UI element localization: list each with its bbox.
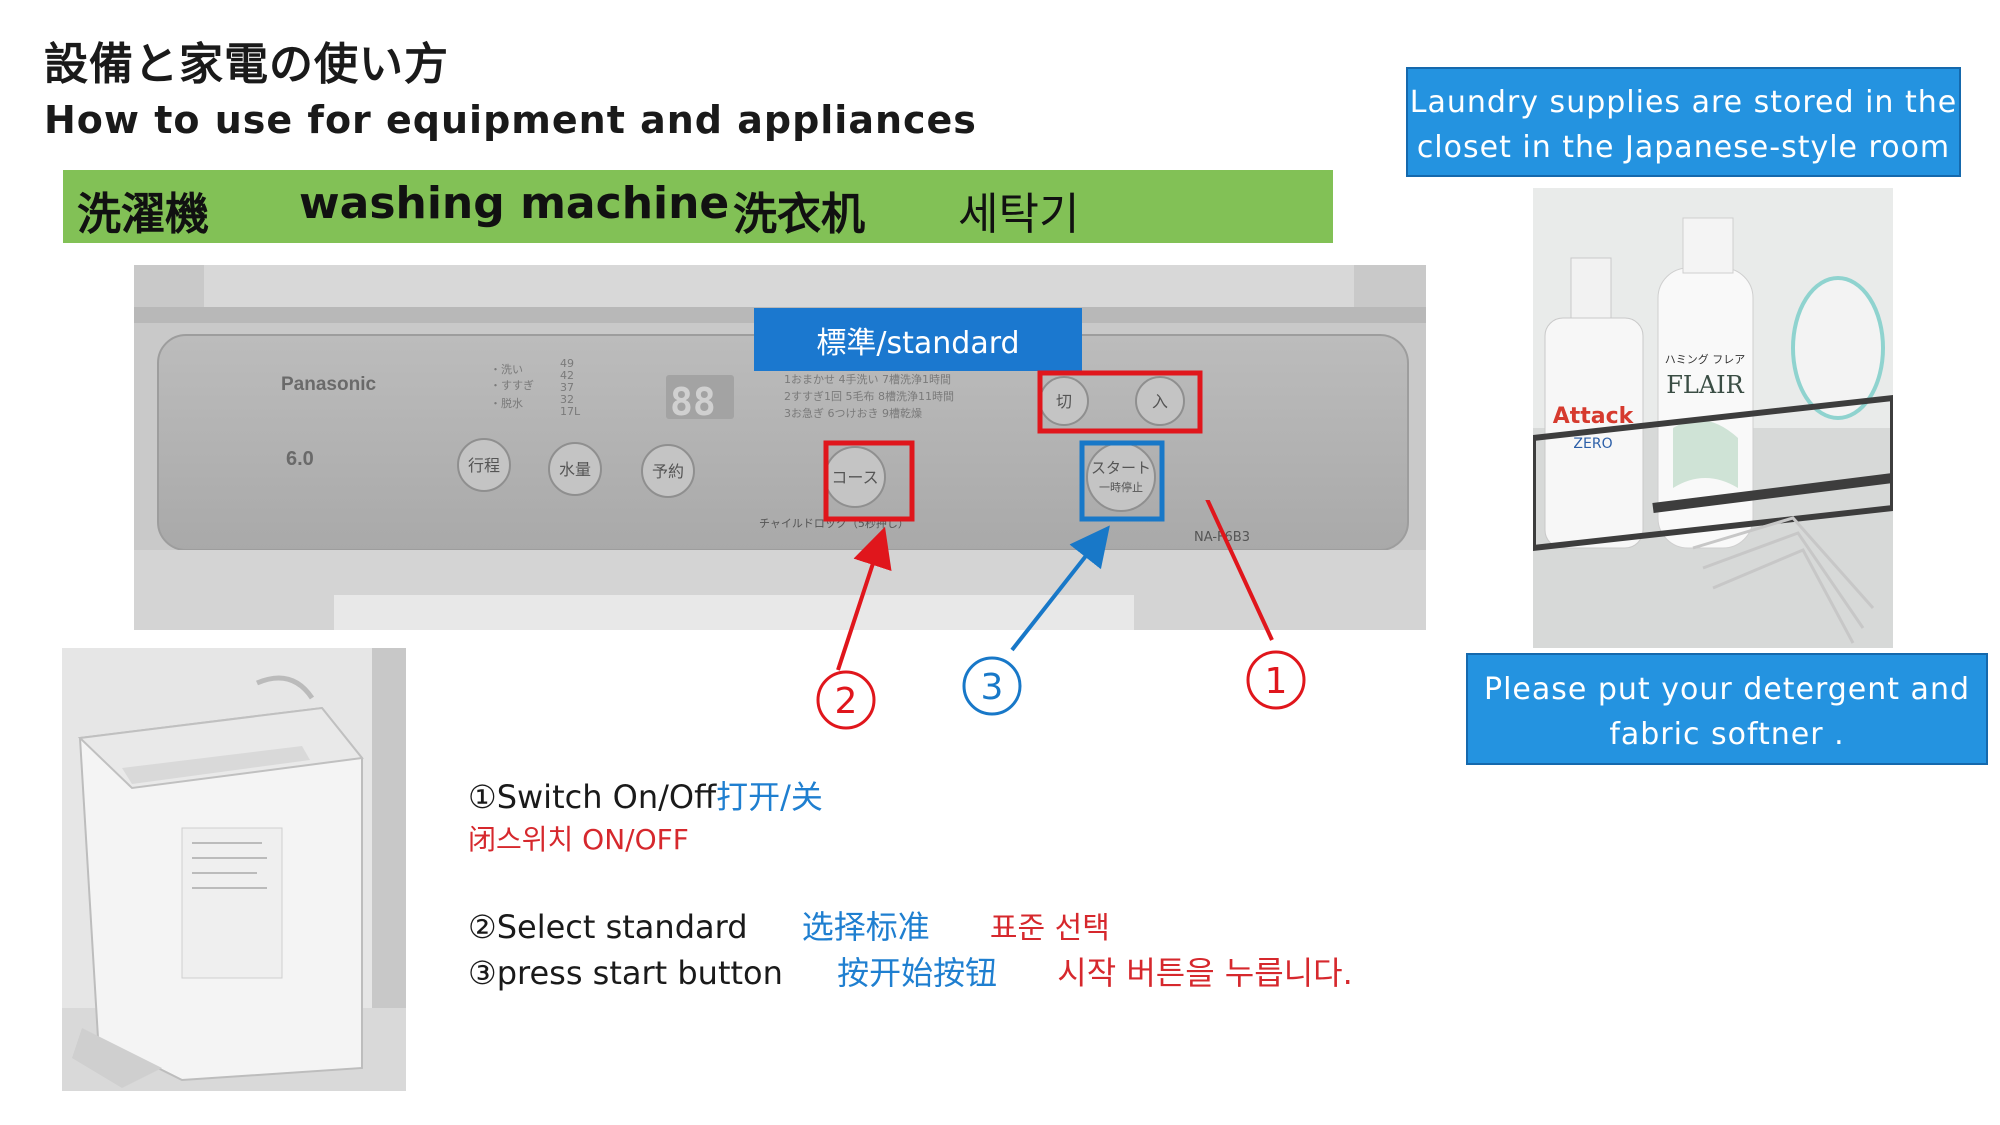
step2-english: ②Select standard xyxy=(468,908,748,946)
banner-english: washing machine xyxy=(299,178,730,229)
course-jp-button-label: コース xyxy=(831,468,878,487)
standard-label: 標準/standard xyxy=(816,326,1019,361)
panel-buttons xyxy=(457,376,1185,512)
capacity-label: 6.0 xyxy=(286,448,314,470)
step1-english: ①Switch On/Off xyxy=(468,778,717,816)
svg-text:49: 49 xyxy=(560,357,574,370)
callout-overlay: 2 3 1 xyxy=(780,500,1340,740)
callout-1: 1 xyxy=(1265,661,1288,702)
course-button-label: 行程 xyxy=(468,456,500,475)
svg-text:17L: 17L xyxy=(560,405,581,418)
instruction-step3: ③press start button 按开始按钮 시작 버튼을 누릅니다. xyxy=(468,948,1353,994)
svg-text:37: 37 xyxy=(560,381,574,394)
svg-text:・すすぎ: ・すすぎ xyxy=(490,378,534,392)
detergent-note-box: Please put your detergent and fabric sof… xyxy=(1466,653,1988,765)
detergent-note-line1: Please put your detergent and xyxy=(1483,672,1971,707)
attack-sub-label: ZERO xyxy=(1573,436,1612,452)
step1-chinese: 打开/关 xyxy=(716,778,823,816)
detergent-note-line2: fabric softner . xyxy=(1609,717,1845,752)
step2-chinese: 选择标准 xyxy=(801,908,930,946)
svg-text:3お急ぎ 6つけおき 9槽乾燥: 3お急ぎ 6つけおき 9槽乾燥 xyxy=(784,406,922,420)
brand-label: Panasonic xyxy=(281,374,376,395)
instruction-step2: ②Select standard 选择标准 표준 선택 xyxy=(468,902,1110,948)
callout-2: 2 xyxy=(835,681,858,722)
start-button-label: スタート xyxy=(1091,459,1151,477)
svg-text:32: 32 xyxy=(560,393,574,406)
laundry-supplies-photo: Attack ZERO ハミング フレア FLAIR xyxy=(1530,188,1896,648)
svg-text:・洗い: ・洗い xyxy=(490,363,523,376)
digital-display: 88 xyxy=(670,380,716,424)
banner-japanese: 洗濯機 xyxy=(77,189,209,240)
callout-3: 3 xyxy=(981,667,1004,708)
washing-machine-photo xyxy=(62,648,406,1091)
flair-label: FLAIR xyxy=(1666,371,1744,399)
water-button-label: 水量 xyxy=(559,460,591,479)
svg-text:2すすぎ1回 5毛布 8槽洗浄11時間: 2すすぎ1回 5毛布 8槽洗浄11時間 xyxy=(784,389,954,403)
attack-label: Attack xyxy=(1553,404,1635,429)
timer-button-label: 予約 xyxy=(652,462,684,481)
banner-korean: 세탁기 xyxy=(958,189,1080,240)
step2-korean: 표준 선택 xyxy=(989,911,1110,946)
svg-text:42: 42 xyxy=(560,369,574,382)
svg-text:・脱水: ・脱水 xyxy=(490,396,523,410)
model-label: NA-F6B3 xyxy=(1194,530,1250,545)
flair-top-label: ハミング フレア xyxy=(1665,352,1746,366)
page-title-english: How to use for equipment and appliances xyxy=(44,98,977,142)
section-banner: 洗濯機 washing machine 洗衣机 세탁기 xyxy=(63,170,1333,243)
step3-korean: 시작 버튼을 누릅니다. xyxy=(1057,954,1353,992)
storage-note-line1: Laundry supplies are stored in the xyxy=(1409,85,1958,120)
step3-chinese: 按开始按钮 xyxy=(837,954,998,992)
off-button-label: 切 xyxy=(1056,392,1072,411)
storage-note-box: Laundry supplies are stored in the close… xyxy=(1406,67,1961,177)
step3-english: ③press start button xyxy=(468,954,783,992)
instruction-step1: ①Switch On/Off打开/关 xyxy=(468,772,823,818)
step1-korean: 闭스위치 ON/OFF xyxy=(468,823,689,856)
start-button-sublabel: 一時停止 xyxy=(1099,480,1143,494)
banner-chinese: 洗衣机 xyxy=(733,189,865,240)
page-title-japanese: 設備と家電の使い方 xyxy=(44,39,449,90)
on-button-label: 入 xyxy=(1152,392,1168,411)
svg-text:1おまかせ 4手洗い 7槽洗浄1時間: 1おまかせ 4手洗い 7槽洗浄1時間 xyxy=(784,372,951,386)
storage-note-line2: closet in the Japanese-style room xyxy=(1416,130,1951,165)
